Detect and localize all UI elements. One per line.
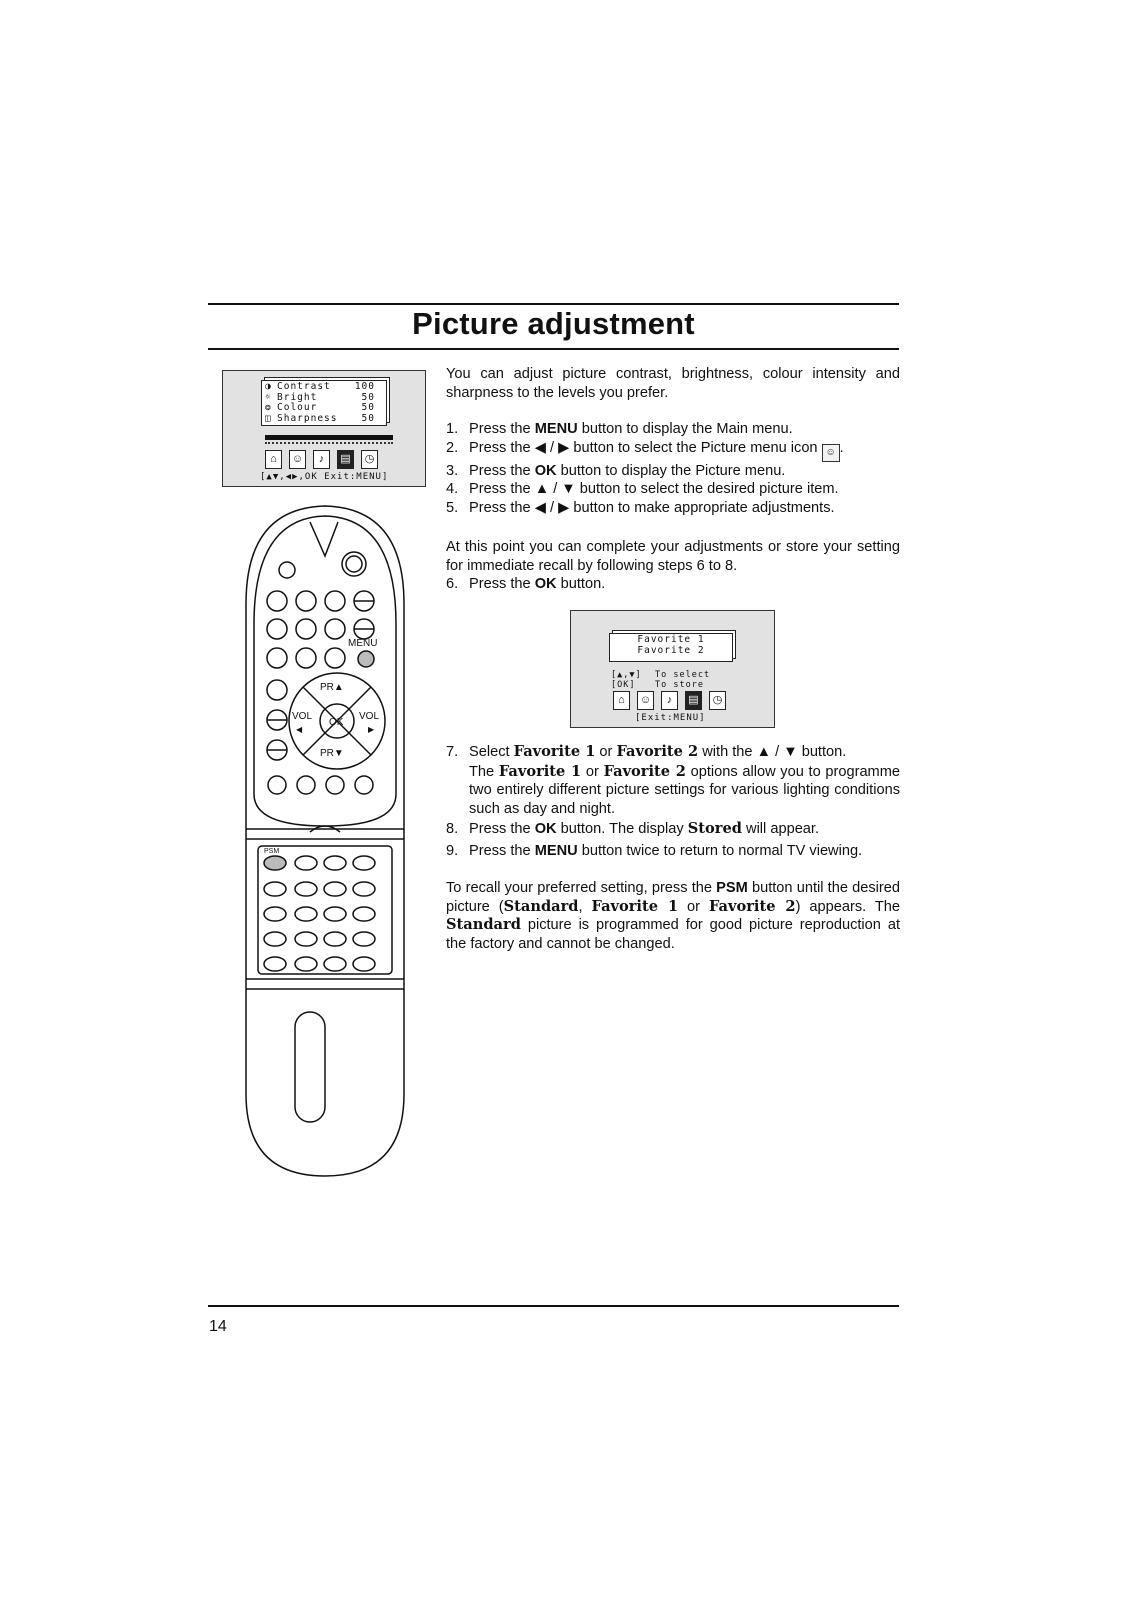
sharpness-icon: ◫: [265, 412, 272, 424]
time-menu-icon: ◷: [709, 691, 726, 710]
hint-store-key: [OK]: [611, 680, 636, 690]
menu-label: MENU: [348, 638, 377, 649]
ok-label: OK: [329, 717, 344, 728]
station-menu-icon: ⌂: [613, 691, 630, 710]
mid-paragraph: At this point you can complete your adju…: [446, 539, 900, 574]
picture-menu-icon: ☺: [821, 443, 840, 462]
page-number: 14: [209, 1318, 227, 1335]
menu-button: [357, 650, 375, 668]
osd-row-sharpness: ◫ Sharpness 50: [265, 412, 383, 425]
page-title: Picture adjustment: [412, 306, 695, 341]
osd-favorite-box: Favorite 1 Favorite 2: [609, 633, 733, 662]
remote-slot: [294, 1011, 326, 1123]
bottom-rule: [208, 1305, 899, 1307]
osd-level-bar: [265, 435, 393, 440]
osd-picture-menu: ◑ Contrast 100 ☼ Bright 50 ❂ Colour 50 ◫ Sharpness…: [222, 370, 426, 487]
ok-ring: [288, 672, 386, 770]
number-buttons: [266, 590, 386, 795]
osd-row-value: 50: [361, 402, 375, 413]
ok-button: [319, 703, 355, 739]
hint-select-key: [▲,▼]: [611, 670, 642, 680]
favorite-1-item: Favorite 1: [637, 634, 705, 645]
osd-fav-footer: [Exit:MENU]: [635, 713, 706, 723]
osd-favorite-menu: Favorite 1 Favorite 2 [▲,▼] To select [OK…: [570, 610, 775, 728]
step-1: 1.Press the MENU button to display the M…: [446, 421, 793, 437]
colour-icon: ❂: [265, 402, 272, 413]
step-2: 2.Press the ◀ / ▶ button to select the P…: [446, 439, 900, 462]
step-8: 8.Press the OK button. The display Store…: [446, 820, 820, 837]
vol-left-arrow: ◀: [296, 725, 303, 734]
osd-row-value: 50: [361, 391, 375, 403]
pr-down-label: PR▼: [320, 748, 344, 759]
osd-level-bar-fill: [265, 435, 393, 440]
top-rule-2: [208, 348, 899, 350]
sound-menu-icon: ♪: [313, 450, 330, 469]
picture-menu-icon: ☺: [637, 691, 654, 710]
psm-button: [263, 855, 287, 871]
vol-right-arrow: ▶: [368, 725, 375, 734]
picture-menu-icon: ☺: [289, 450, 306, 469]
osd-row-label: Colour: [277, 402, 318, 413]
bright-icon: ☼: [265, 391, 272, 403]
osd-footer: [▲▼,◀▶,OK Exit:MENU]: [260, 472, 389, 482]
steps-list-a: 1.Press the MENU button to display the M…: [446, 420, 900, 517]
remote-upper-panel: [253, 515, 397, 827]
special-menu-icon: ▤: [685, 691, 702, 710]
osd-row-colour: ❂ Colour 50: [265, 402, 383, 414]
osd-row-label: Bright: [277, 391, 318, 403]
step-4: 4.Press the ▲ / ▼ button to select the d…: [446, 481, 839, 497]
lower-buttons: [263, 855, 376, 972]
time-menu-icon: ◷: [361, 450, 378, 469]
steps-list-b: 7.Select Favorite 1 or Favorite 2 with t…: [446, 743, 900, 860]
remote-button-small: [278, 561, 296, 579]
favorite-2-item: Favorite 2: [637, 644, 705, 656]
hint-store-text: To store: [655, 680, 704, 690]
remote-body: [245, 505, 405, 1177]
osd-menu-icons: ⌂ ☺ ♪ ▤ ◷: [265, 450, 378, 469]
remote-lower-panel: [257, 845, 393, 975]
osd-menu-box: ◑ Contrast 100 ☼ Bright 50 ❂ Colour 50 ◫ Sharpness…: [261, 380, 387, 426]
recall-paragraph: To recall your preferred setting, press …: [446, 880, 901, 952]
remote-control: MENU PR▲ PR▼ VOL VOL OK PSM ◀ ▶: [245, 505, 405, 1177]
intro-paragraph: You can adjust picture contrast, brightn…: [446, 366, 900, 401]
step-9: 9.Press the MENU button twice to return …: [446, 842, 863, 859]
vol-left-label: VOL: [292, 711, 312, 722]
special-menu-icon: ▤: [337, 450, 354, 469]
step-5: 5.Press the ◀ / ▶ button to make appropr…: [446, 499, 835, 516]
osd-row-label: Contrast: [277, 381, 331, 392]
hint-select-text: To select: [655, 670, 711, 680]
step-7: 7.Select Favorite 1 or Favorite 2 with t…: [446, 743, 900, 817]
osd-row-contrast: ◑ Contrast 100: [265, 381, 383, 393]
station-menu-icon: ⌂: [265, 450, 282, 469]
osd-row-label: Sharpness: [277, 412, 338, 424]
step-3: 3.Press the OK button to display the Pic…: [446, 462, 786, 479]
osd-row-bright: ☼ Bright 50: [265, 391, 383, 404]
osd-row-value: 50: [361, 412, 375, 424]
remote-notch: [309, 521, 339, 558]
pr-up-label: PR▲: [320, 682, 344, 693]
vol-right-label: VOL: [359, 711, 379, 722]
sound-menu-icon: ♪: [661, 691, 678, 710]
step-6: 6.Press the OK button.: [446, 576, 606, 592]
power-button: [341, 551, 367, 577]
psm-label: PSM: [264, 848, 279, 855]
top-rule-1: [208, 303, 899, 305]
osd-row-value: 100: [354, 381, 375, 392]
contrast-icon: ◑: [265, 381, 272, 392]
osd-fav-menu-icons: ⌂ ☺ ♪ ▤ ◷: [613, 691, 726, 710]
osd-level-ticks: [265, 442, 393, 444]
